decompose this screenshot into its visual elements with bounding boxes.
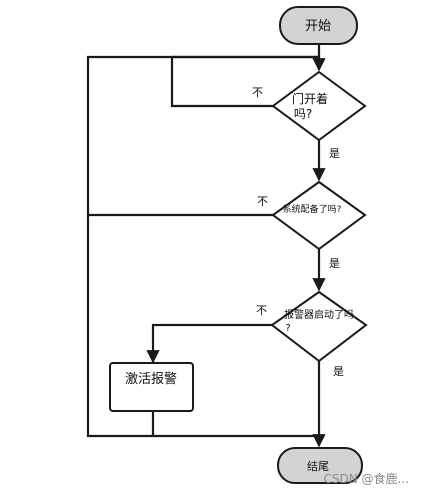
decision-alarm-line1: 报警器启动了吗: [284, 308, 354, 321]
no-label-alarm: 不: [256, 304, 267, 317]
start-terminal: 开始: [279, 6, 358, 45]
edge-left-rail: [86, 55, 319, 438]
decision-door-line1: 门开着: [292, 91, 328, 106]
no-label-door: 不: [252, 86, 263, 99]
process-label: 激活报警: [125, 371, 177, 387]
yes-label-door: 是: [329, 147, 340, 160]
yes-label-alarm: 是: [333, 365, 344, 378]
decision-alarm-started: 报警器启动了吗 ?: [270, 290, 368, 363]
end-terminal: 结尾: [277, 447, 363, 484]
decision-system-armed: 系统配备了吗?: [271, 180, 367, 251]
decision-door-line2: 吗?: [294, 107, 312, 121]
connectors: [86, 44, 326, 448]
yes-label-system: 是: [329, 257, 340, 270]
decision-alarm-line2: ?: [285, 323, 290, 334]
edge-alarm-no: [146, 323, 272, 364]
watermark-text: CSDN @食鹿...: [323, 472, 409, 486]
no-label-system: 不: [257, 195, 268, 208]
decision-door-open: 门开着 吗?: [271, 70, 367, 142]
start-label: 开始: [305, 19, 331, 34]
process-activate-alarm: 激活报警: [109, 362, 194, 412]
decision-system-line1: 系统配备了吗?: [283, 203, 342, 215]
end-label: 结尾: [307, 460, 329, 473]
